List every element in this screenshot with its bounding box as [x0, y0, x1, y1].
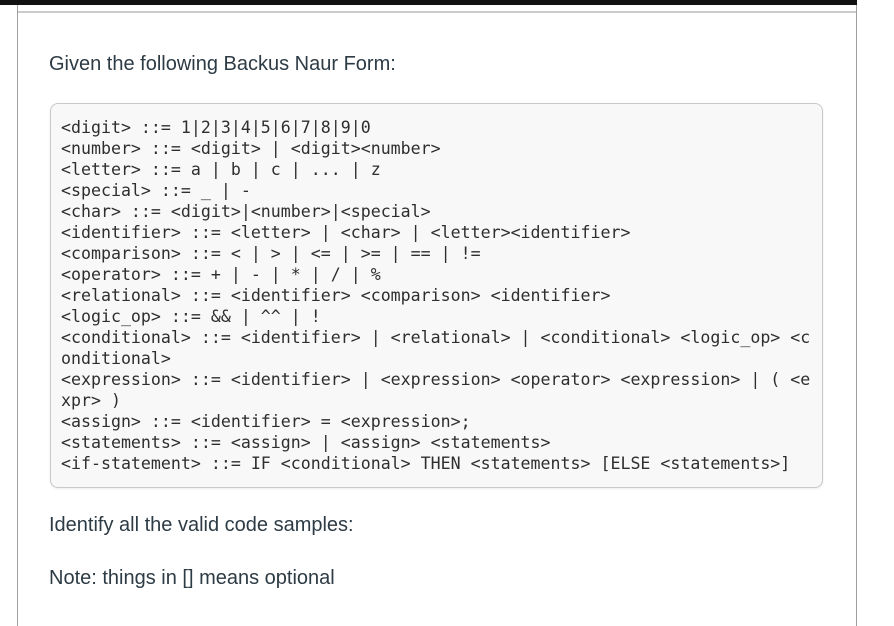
bnf-code-block: <digit> ::= 1|2|3|4|5|6|7|8|9|0 <number>… — [50, 103, 823, 488]
panel-top-rule — [18, 11, 856, 13]
question-note: Note: things in [] means optional — [49, 567, 335, 589]
question-prompt: Given the following Backus Naur Form: — [49, 53, 396, 75]
bnf-grammar-text: <digit> ::= 1|2|3|4|5|6|7|8|9|0 <number>… — [61, 118, 811, 473]
question-instruction: Identify all the valid code samples: — [49, 514, 354, 536]
top-divider-bar — [0, 0, 857, 5]
question-panel: Given the following Backus Naur Form: <d… — [17, 5, 857, 626]
